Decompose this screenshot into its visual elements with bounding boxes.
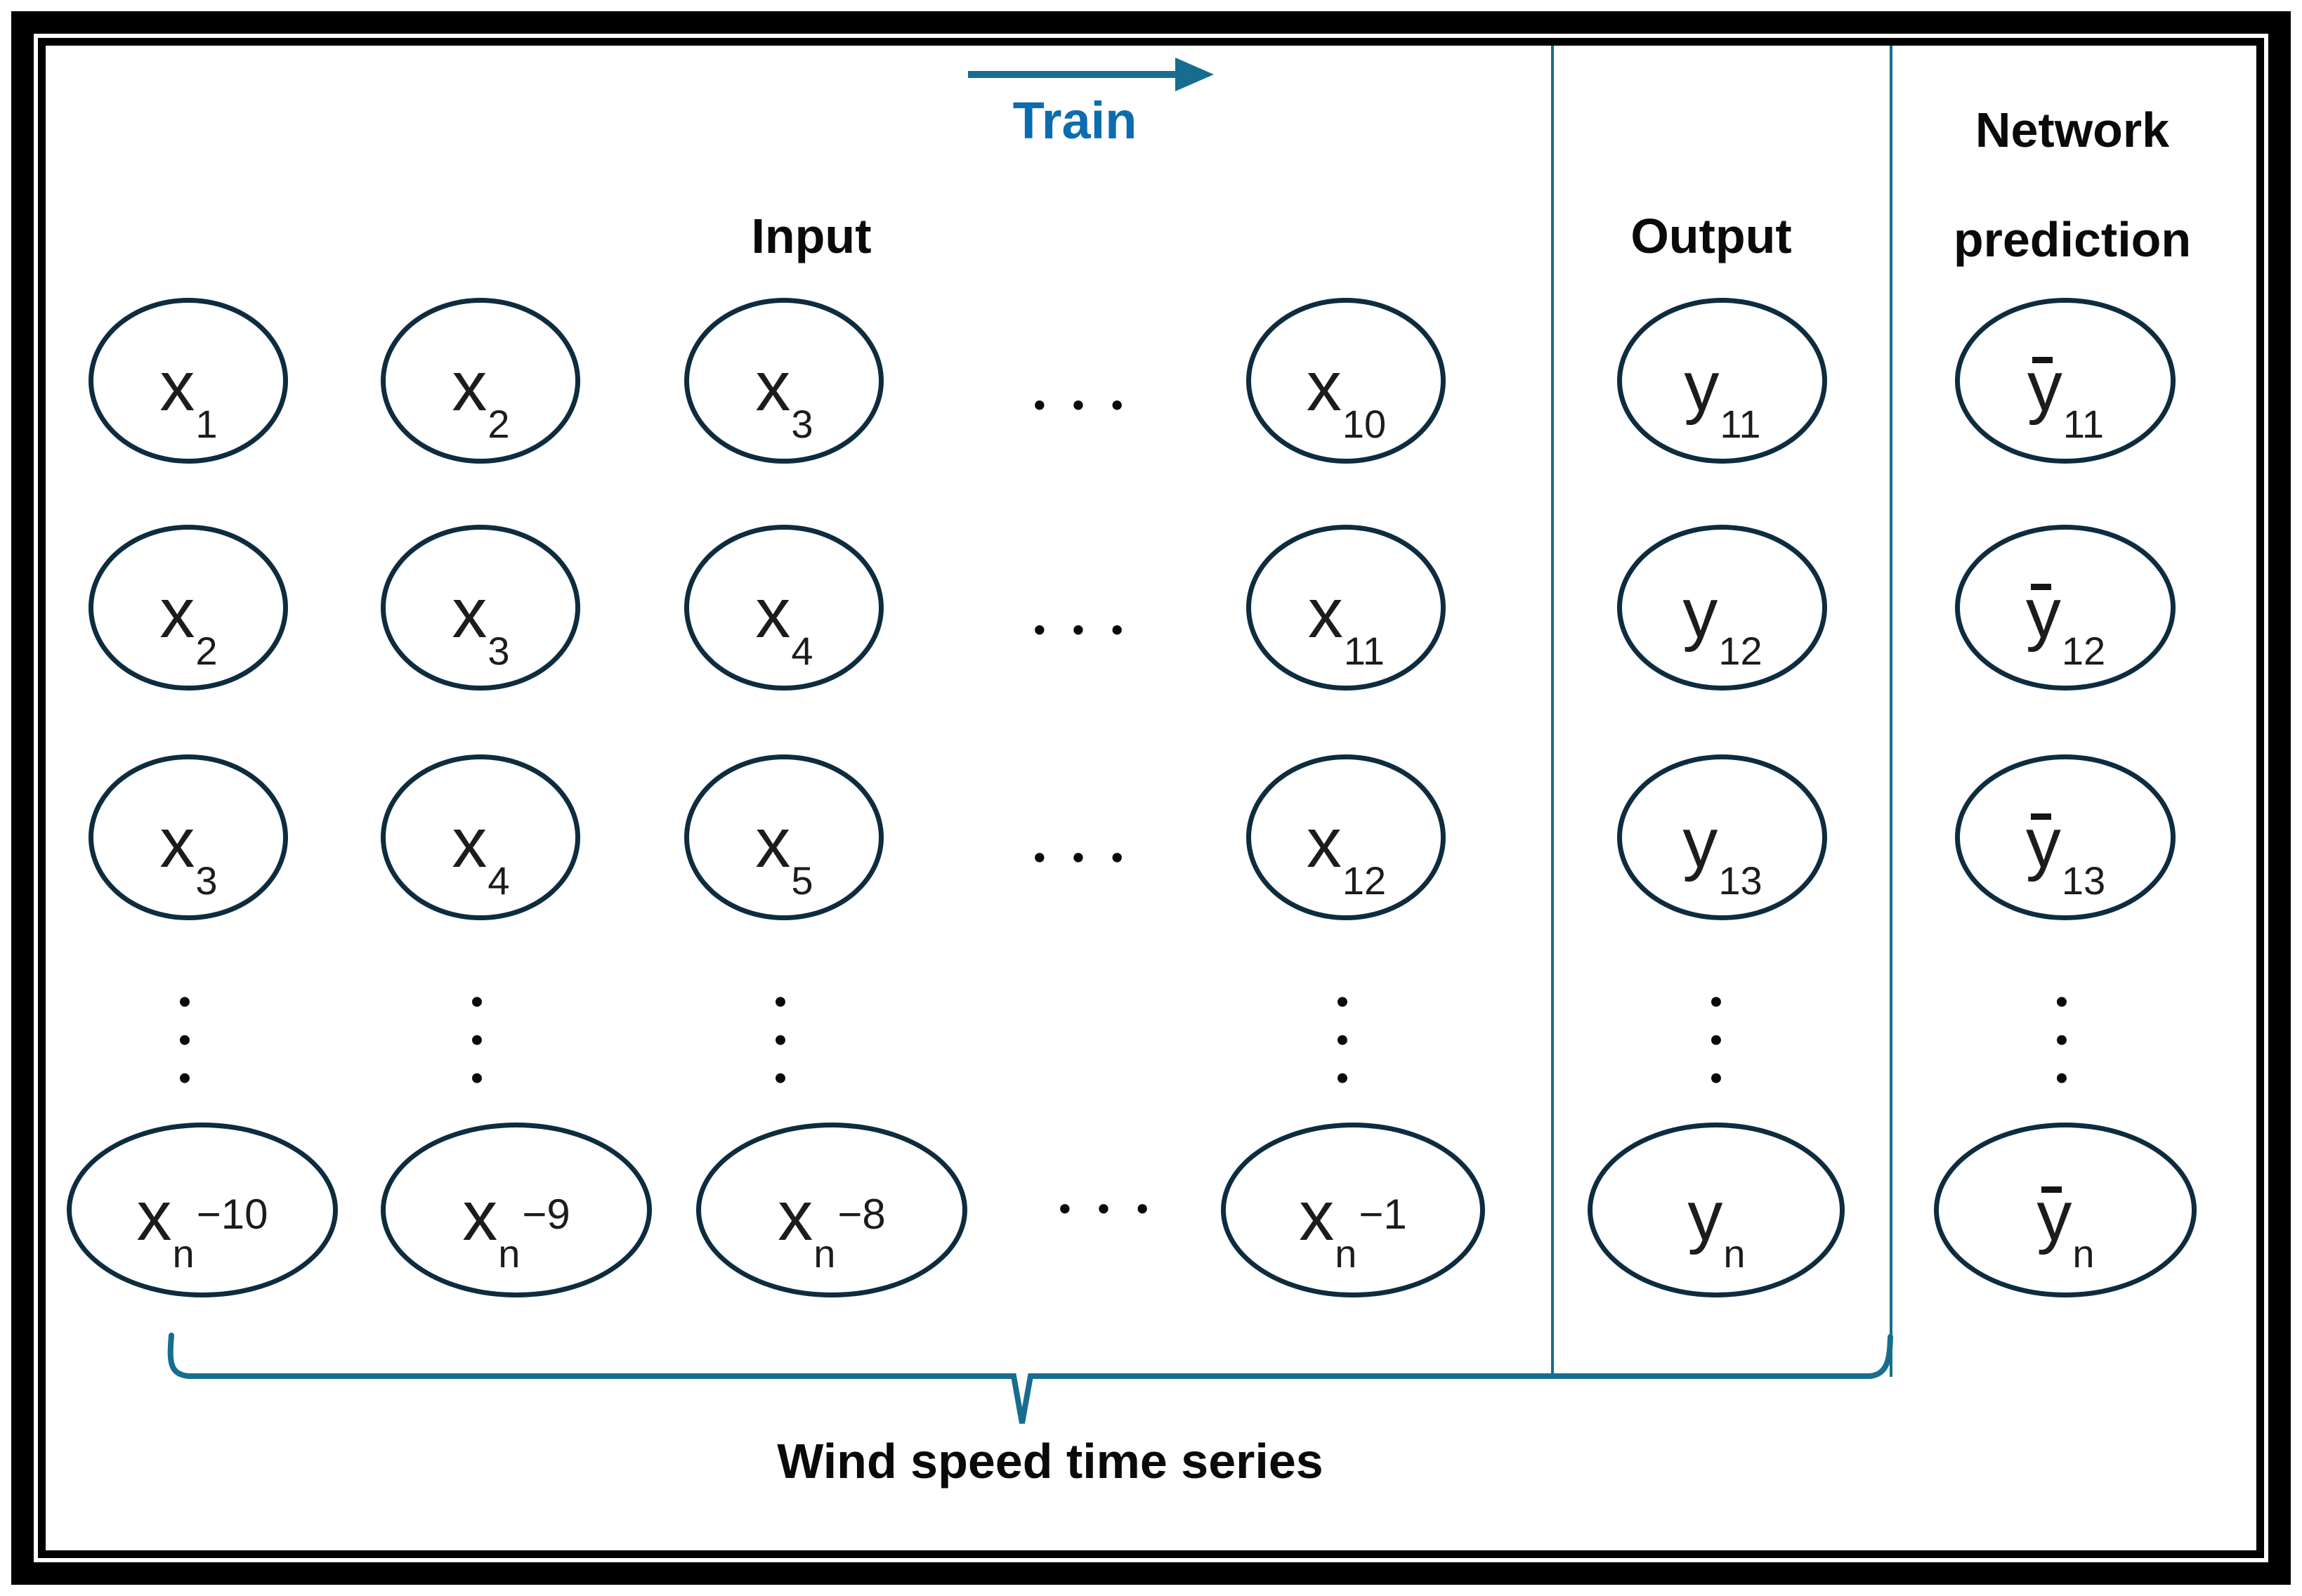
node-xn-9: xn−9: [381, 1123, 652, 1297]
node-ybar12-label: y12: [2025, 574, 2106, 673]
horizontal-ellipsis-icon: •••: [1030, 612, 1146, 650]
node-yn: yn: [1588, 1123, 1845, 1297]
node-ybar12: y12: [1955, 525, 2176, 691]
horizontal-ellipsis-icon: •••: [1030, 839, 1146, 877]
node-x3-row3-label: x3: [159, 804, 218, 903]
train-arrow-icon: [968, 58, 1214, 91]
node-ybar11: y11: [1955, 298, 2176, 464]
vertical-ellipsis-icon: •••: [164, 991, 203, 1106]
node-xn-10: xn−10: [67, 1123, 338, 1297]
node-x3: x3: [684, 298, 884, 464]
vertical-ellipsis-icon: •••: [2041, 991, 2080, 1106]
inner-frame: [38, 38, 2264, 1558]
node-y13-label: y13: [1682, 804, 1763, 903]
output-header: Output: [1630, 209, 1792, 263]
node-x3-row3: x3: [89, 754, 288, 920]
node-xn-8: xn−8: [696, 1123, 967, 1297]
input-header: Input: [751, 209, 872, 263]
node-x5: x5: [684, 754, 884, 920]
node-xn-8-label: xn−8: [778, 1176, 886, 1276]
node-ybar13: y13: [1955, 754, 2176, 920]
node-x4-row2: x4: [684, 525, 884, 691]
horizontal-ellipsis-icon: •••: [1055, 1191, 1172, 1229]
node-x2-label: x2: [452, 347, 510, 446]
time-series-brace: [167, 1333, 1893, 1424]
node-x4-row3-label: x4: [452, 804, 510, 903]
node-xn-1: xn−1: [1221, 1123, 1485, 1297]
node-x11-label: x11: [1307, 574, 1385, 673]
vertical-ellipsis-icon: •••: [1695, 991, 1734, 1106]
node-y12: y12: [1617, 525, 1827, 691]
network-prediction-header-line2: prediction: [1953, 212, 2192, 267]
node-xn-9-label: xn−9: [462, 1176, 570, 1276]
node-x1-label: x1: [159, 347, 218, 446]
node-xn-1-label: xn−1: [1299, 1176, 1407, 1276]
node-x11: x11: [1246, 525, 1446, 691]
node-x12: x12: [1246, 754, 1446, 920]
node-ybarn: yn: [1934, 1123, 2197, 1297]
outer-frame: [11, 11, 2291, 1585]
node-y11-label: y11: [1684, 347, 1761, 446]
node-x2: x2: [381, 298, 580, 464]
node-x4-row3: x4: [381, 754, 580, 920]
node-x10: x10: [1246, 298, 1446, 464]
vertical-ellipsis-icon: •••: [1321, 991, 1361, 1106]
node-y13: y13: [1617, 754, 1827, 920]
node-x10-label: x10: [1306, 347, 1387, 446]
vertical-ellipsis-icon: •••: [456, 991, 495, 1106]
node-xn-10-label: xn−10: [136, 1176, 268, 1276]
node-x3-label: x3: [755, 347, 813, 446]
horizontal-ellipsis-icon: •••: [1030, 387, 1146, 425]
node-y12-label: y12: [1682, 574, 1763, 673]
brace-label: Wind speed time series: [777, 1434, 1323, 1489]
node-ybarn-label: yn: [2036, 1176, 2095, 1276]
node-x2-row2: x2: [89, 525, 288, 691]
node-ybar11-label: y11: [2027, 347, 2105, 446]
output-column-left-line: [1551, 46, 1554, 1377]
node-yn-label: yn: [1687, 1176, 1746, 1276]
node-x1: x1: [89, 298, 288, 464]
output-column-right-line: [1890, 46, 1892, 1377]
node-x4-row2-label: x4: [755, 574, 813, 673]
node-x2-row2-label: x2: [159, 574, 218, 673]
network-prediction-header-line1: Network: [1975, 103, 2170, 157]
node-y11: y11: [1617, 298, 1827, 464]
train-label: Train: [1012, 91, 1137, 150]
node-x12-label: x12: [1306, 804, 1387, 903]
node-ybar13-label: y13: [2025, 804, 2106, 903]
node-x3-row2: x3: [381, 525, 580, 691]
node-x3-row2-label: x3: [452, 574, 510, 673]
vertical-ellipsis-icon: •••: [759, 991, 799, 1106]
node-x5-label: x5: [755, 804, 813, 903]
